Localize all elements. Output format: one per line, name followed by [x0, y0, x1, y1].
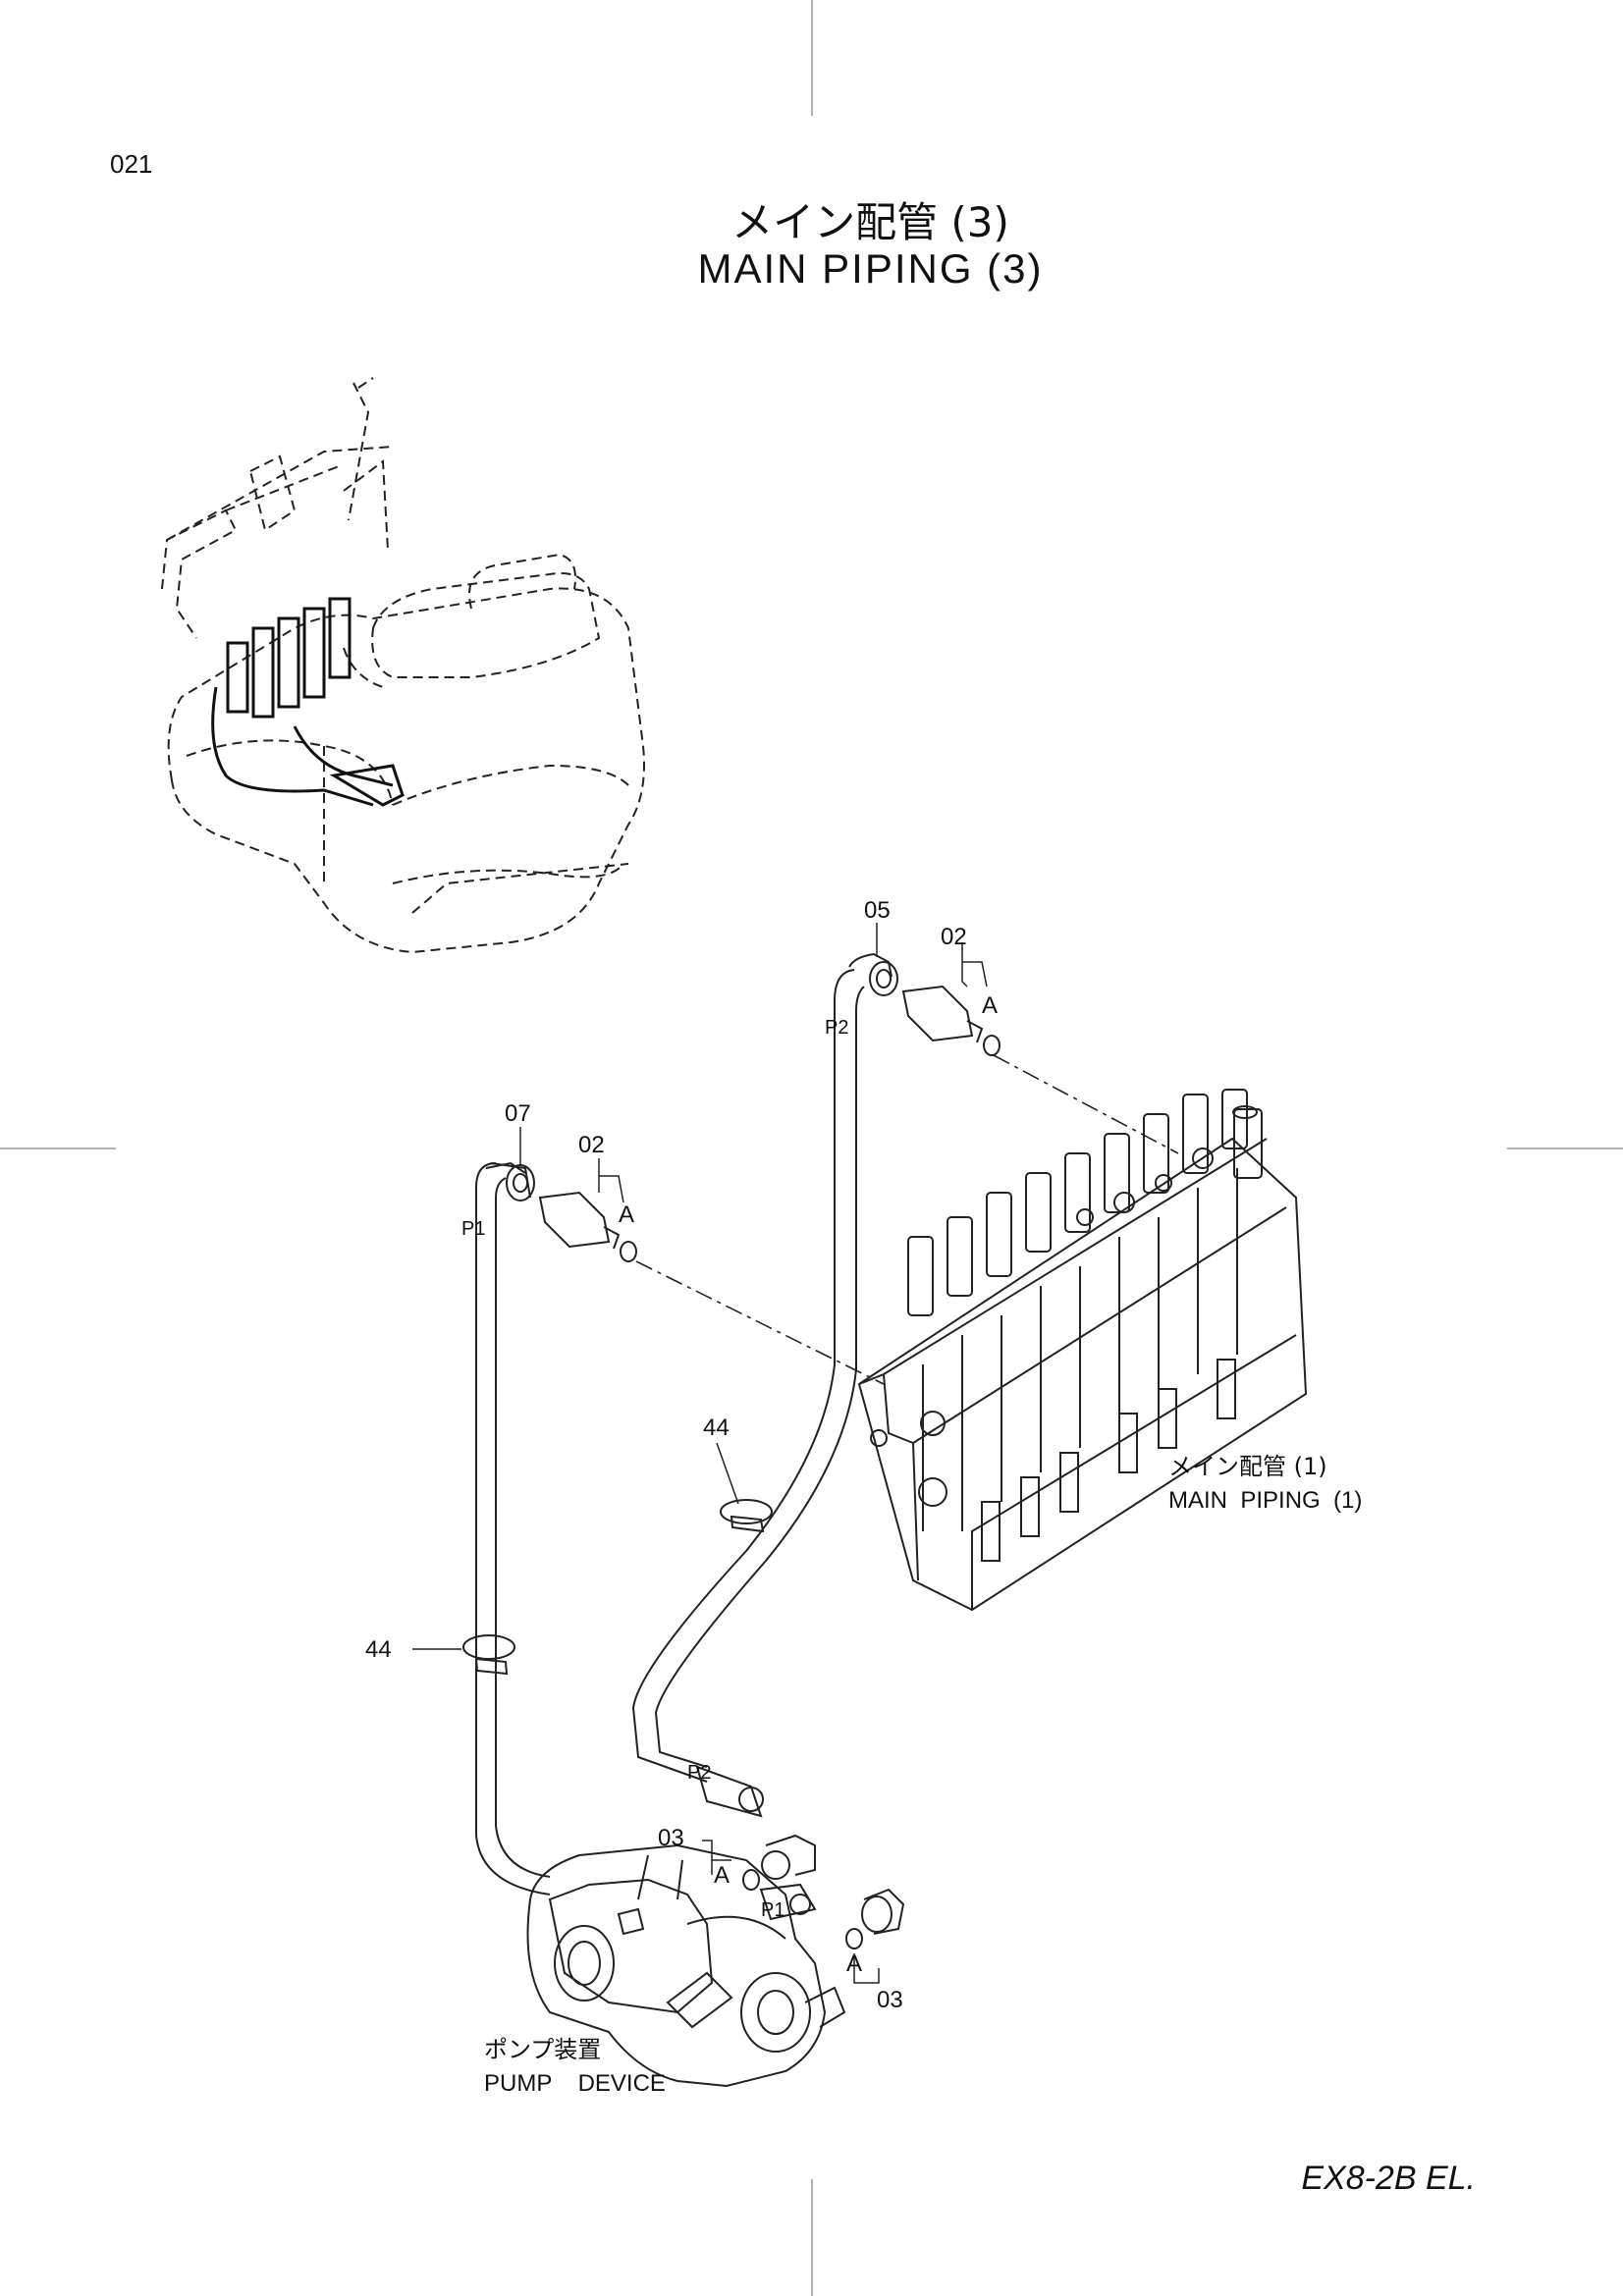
- elbow-fitting-03-upper: [761, 1834, 816, 1880]
- callout-03-lower: 03: [877, 1987, 903, 2013]
- reference-valve-en: MAIN PIPING (1): [1168, 1487, 1362, 1514]
- reference-valve-jp: メイン配管 (1): [1168, 1453, 1327, 1480]
- callout-a-left: A: [619, 1201, 634, 1228]
- callout-44-right: 44: [703, 1415, 730, 1441]
- pump-device: [526, 1843, 846, 2088]
- leader-lines: [412, 923, 988, 1984]
- elbow-fitting-07: [485, 1161, 535, 1201]
- valve-spool-heads: [907, 1089, 1263, 1316]
- adapter-02-left: [538, 1191, 621, 1250]
- callout-p2-lower: P2: [687, 1762, 711, 1784]
- callout-02-upper: 02: [941, 924, 967, 950]
- connection-lines: [635, 1054, 1179, 1385]
- elbow-fitting-05: [848, 952, 898, 996]
- o-ring-left: [620, 1241, 637, 1262]
- callout-44-left: 44: [365, 1636, 392, 1663]
- page-title-japanese: メイン配管 (3): [731, 198, 1009, 246]
- page-number: 021: [110, 149, 153, 179]
- callout-a-lower-left: A: [714, 1862, 730, 1889]
- adapter-02-upper: [901, 985, 984, 1043]
- callout-07: 07: [505, 1100, 531, 1127]
- machine-overview-illustration: [161, 377, 645, 954]
- hose-p2: [631, 969, 865, 1783]
- callout-03-upper: 03: [658, 1825, 684, 1851]
- callout-p1-upper: P1: [461, 1218, 485, 1240]
- reference-pump-jp: ポンプ装置: [484, 2036, 601, 2063]
- callout-p1-lower: P1: [761, 1899, 784, 1921]
- callout-p2-upper: P2: [825, 1017, 848, 1039]
- model-code: EX8-2B EL.: [1301, 2160, 1476, 2197]
- valve-lower-ports: [981, 1359, 1236, 1562]
- reference-pump-en: PUMP DEVICE: [484, 2070, 666, 2097]
- elbow-fitting-03-lower: [861, 1888, 905, 1935]
- hose-end-fitting-p2: [695, 1765, 764, 1818]
- o-ring-lower-left: [742, 1869, 760, 1891]
- callout-05: 05: [864, 897, 891, 924]
- control-valve-block: [857, 1089, 1308, 1612]
- o-ring-lower-right: [845, 1928, 863, 1949]
- hose-clamp-lower: [462, 1634, 515, 1676]
- callout-02-left: 02: [578, 1132, 605, 1158]
- o-ring-upper: [983, 1035, 1001, 1056]
- page-title-english: MAIN PIPING (3): [697, 245, 1044, 292]
- hose-end-fitting-p1: [759, 1883, 817, 1921]
- callout-a-upper: A: [982, 992, 998, 1019]
- valve-spool-sections: [922, 1168, 1238, 1531]
- hose-clamp-upper: [720, 1499, 773, 1533]
- callout-a-lower-right: A: [846, 1950, 862, 1977]
- hose-p1: [475, 1162, 551, 1896]
